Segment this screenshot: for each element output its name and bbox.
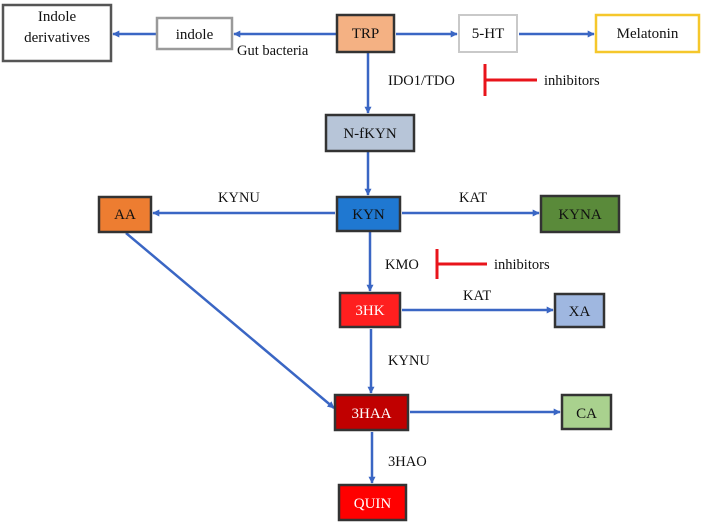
svg-text:KYN: KYN — [352, 207, 385, 223]
label-kmo: KMO — [385, 257, 419, 273]
label-gut-bacteria: Gut bacteria — [237, 43, 309, 59]
arrow-aa-to-3haa — [125, 232, 335, 409]
label-kat-kyn-kyna: KAT — [459, 190, 487, 206]
inhibitors-label-kmo: inhibitors — [494, 257, 550, 273]
svg-text:3HK: 3HK — [355, 303, 384, 319]
node-xa: XA — [553, 292, 606, 329]
label-kynu-kyn-aa: KYNU — [218, 190, 260, 206]
node-kyna: KYNA — [539, 194, 621, 234]
node-trp: TRP — [335, 13, 396, 54]
label-kynu-3hk-3haa: KYNU — [388, 353, 430, 369]
node-5ht: 5-HT — [458, 14, 518, 53]
node-n-fkyn: N-fKYN — [324, 113, 416, 153]
inhibitors-label-ido: inhibitors — [544, 73, 600, 89]
node-melatonin: Melatonin — [594, 13, 701, 54]
label-kat-3hk-xa: KAT — [463, 288, 491, 304]
svg-text:N-fKYN: N-fKYN — [343, 126, 396, 142]
pathway-arrows — [112, 30, 595, 484]
node-3haa: 3HAA — [333, 393, 410, 432]
svg-text:KYNA: KYNA — [558, 207, 601, 223]
svg-text:3HAA: 3HAA — [352, 406, 392, 422]
node-indole: indole — [155, 16, 234, 51]
svg-text:5-HT: 5-HT — [472, 26, 505, 42]
node-ca: CA — [560, 393, 613, 431]
svg-text:CA: CA — [576, 406, 597, 422]
svg-text:AA: AA — [114, 207, 136, 223]
inhibitor-symbols: inhibitors inhibitors — [435, 64, 600, 279]
svg-text:TRP: TRP — [352, 26, 380, 42]
node-quin: QUIN — [337, 483, 408, 522]
svg-text:XA: XA — [569, 304, 591, 320]
node-aa: AA — [97, 195, 153, 234]
svg-text:Melatonin: Melatonin — [617, 26, 679, 42]
node-kyn: KYN — [335, 195, 402, 233]
label-ido1-tdo: IDO1/TDO — [388, 73, 455, 89]
node-3hk: 3HK — [338, 291, 402, 329]
enzyme-labels: Gut bacteria IDO1/TDO KYNU KAT KMO KAT K… — [218, 43, 491, 470]
svg-text:QUIN: QUIN — [354, 496, 392, 512]
svg-text:indole: indole — [176, 27, 214, 43]
label-3hao: 3HAO — [388, 454, 427, 470]
